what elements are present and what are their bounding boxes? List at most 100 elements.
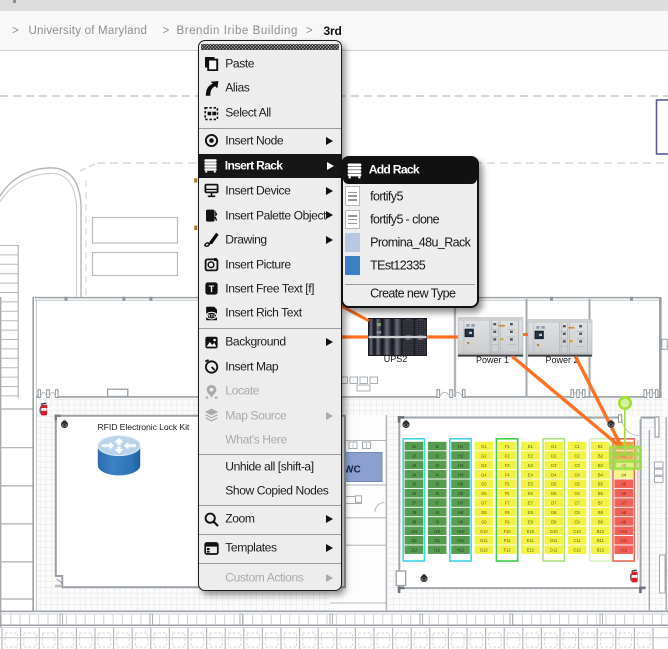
svg-text:C5: C5 [574,482,580,487]
svg-text:F1: F1 [505,444,511,449]
svg-text:I2: I2 [435,453,439,458]
svg-text:G2: G2 [481,453,487,458]
svg-text:F8: F8 [505,510,511,515]
svg-text:A12: A12 [620,548,628,553]
svg-text:A7: A7 [621,501,627,506]
svg-text:D9: D9 [551,519,557,524]
svg-text:D10: D10 [550,529,558,534]
svg-text:I4: I4 [435,472,439,477]
svg-text:C2: C2 [574,453,580,458]
svg-text:Power 2: Power 2 [545,355,578,365]
svg-text:D4: D4 [551,472,557,477]
svg-text:A8: A8 [621,510,627,515]
svg-text:J9: J9 [412,519,417,524]
svg-text:E1: E1 [528,444,534,449]
svg-text:B12: B12 [597,548,605,553]
svg-text:J10: J10 [411,529,418,534]
svg-text:G9: G9 [481,519,487,524]
svg-text:B9: B9 [598,519,604,524]
svg-text:C7: C7 [574,501,580,506]
svg-text:F3: F3 [505,463,511,468]
svg-text:I7: I7 [435,501,439,506]
svg-text:J1: J1 [412,444,417,449]
svg-text:H9: H9 [458,519,464,524]
svg-text:C8: C8 [574,510,580,515]
svg-text:H3: H3 [458,463,464,468]
svg-text:H11: H11 [457,538,465,543]
svg-text:I6: I6 [435,491,439,496]
svg-text:D5: D5 [551,482,557,487]
svg-text:D2: D2 [551,453,557,458]
svg-text:B11: B11 [597,538,605,543]
svg-text:F5: F5 [505,482,511,487]
svg-text:H4: H4 [458,472,464,477]
svg-text:C3: C3 [574,463,580,468]
svg-text:C1: C1 [574,444,580,449]
svg-text:F10: F10 [504,529,512,534]
svg-text:H5: H5 [458,482,464,487]
svg-text:F7: F7 [505,501,511,506]
svg-text:J7: J7 [412,501,417,506]
svg-text:E4: E4 [528,472,534,477]
svg-text:C12: C12 [573,548,581,553]
svg-text:E6: E6 [528,491,534,496]
svg-text:B10: B10 [597,529,605,534]
svg-text:A2: A2 [621,453,627,458]
svg-text:D8: D8 [551,510,557,515]
svg-text:F6: F6 [505,491,511,496]
svg-text:E11: E11 [527,538,535,543]
svg-text:E2: E2 [528,453,534,458]
svg-text:I8: I8 [435,510,439,515]
svg-text:D11: D11 [550,538,558,543]
svg-text:F2: F2 [505,453,511,458]
svg-text:A10: A10 [620,529,628,534]
svg-text:E7: E7 [528,501,534,506]
svg-text:G1: G1 [481,444,487,449]
svg-text:J2: J2 [412,453,417,458]
svg-text:D3: D3 [551,463,557,468]
svg-text:A3: A3 [621,463,627,468]
svg-text:B4: B4 [598,472,604,477]
svg-text:C11: C11 [573,538,581,543]
svg-text:B6: B6 [598,491,604,496]
svg-text:B2: B2 [598,453,604,458]
svg-text:D12: D12 [550,548,558,553]
svg-text:D6: D6 [551,491,557,496]
svg-text:WC: WC [344,464,361,475]
svg-text:G7: G7 [481,501,487,506]
svg-text:E9: E9 [528,519,534,524]
svg-text:RFID Electronic Lock Kit: RFID Electronic Lock Kit [98,422,190,432]
svg-text:F4: F4 [505,472,511,477]
svg-text:B7: B7 [598,501,604,506]
svg-text:I11: I11 [435,538,441,543]
svg-text:C6: C6 [574,491,580,496]
svg-text:Power 1: Power 1 [476,355,509,365]
svg-text:H6: H6 [458,491,464,496]
svg-text:H1: H1 [458,444,464,449]
svg-text:J8: J8 [412,510,417,515]
svg-text:J6: J6 [412,491,417,496]
svg-text:C9: C9 [574,519,580,524]
svg-text:E8: E8 [528,510,534,515]
svg-text:H10: H10 [457,529,465,534]
svg-text:G11: G11 [480,538,488,543]
svg-text:G8: G8 [481,510,487,515]
svg-text:T: T [209,284,215,294]
svg-text:C10: C10 [573,529,581,534]
svg-text:H8: H8 [458,510,464,515]
svg-text:B3: B3 [598,463,604,468]
svg-text:E12: E12 [527,548,535,553]
svg-text:A5: A5 [621,482,627,487]
svg-text:E10: E10 [527,529,535,534]
svg-text:D1: D1 [551,444,557,449]
svg-text:A9: A9 [621,519,627,524]
svg-text:I10: I10 [434,529,440,534]
svg-text:B8: B8 [598,510,604,515]
svg-text:E3: E3 [528,463,534,468]
svg-text:G10: G10 [480,529,488,534]
svg-text:I3: I3 [435,463,439,468]
svg-text:J11: J11 [411,538,418,543]
svg-text:F11: F11 [504,538,511,543]
svg-text:UPS2: UPS2 [384,354,408,364]
svg-text:A6: A6 [621,491,627,496]
